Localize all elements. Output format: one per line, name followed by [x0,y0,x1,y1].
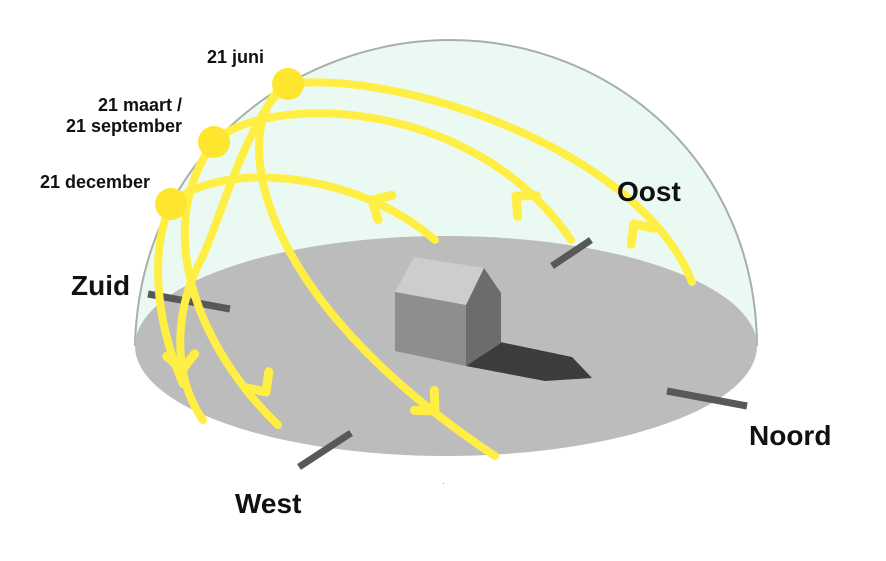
east-mark [550,237,593,269]
label-west: West [235,488,302,519]
house-roof [395,257,484,305]
label-equinox-line2: 21 september [66,116,183,136]
sun-positions [155,68,304,220]
sun-december [155,188,187,220]
label-north: Noord [749,420,832,451]
house-shadow [466,342,592,381]
west-mark [297,430,353,470]
label-equinox: 21 maart / 21 september [66,95,182,137]
house-side [466,268,501,366]
label-south: Zuid [71,270,131,301]
sun-equinox [198,126,230,158]
label-east: Oost [617,176,681,207]
house [395,257,501,366]
label-december: 21 december [40,172,151,192]
sun-path-equinox [180,109,575,429]
label-equinox-line1: 21 maart / [98,95,183,115]
label-june: 21 juni [207,47,265,67]
house-front [395,292,466,366]
north-mark [666,387,748,410]
speck [443,483,444,484]
sun-june [272,68,304,100]
